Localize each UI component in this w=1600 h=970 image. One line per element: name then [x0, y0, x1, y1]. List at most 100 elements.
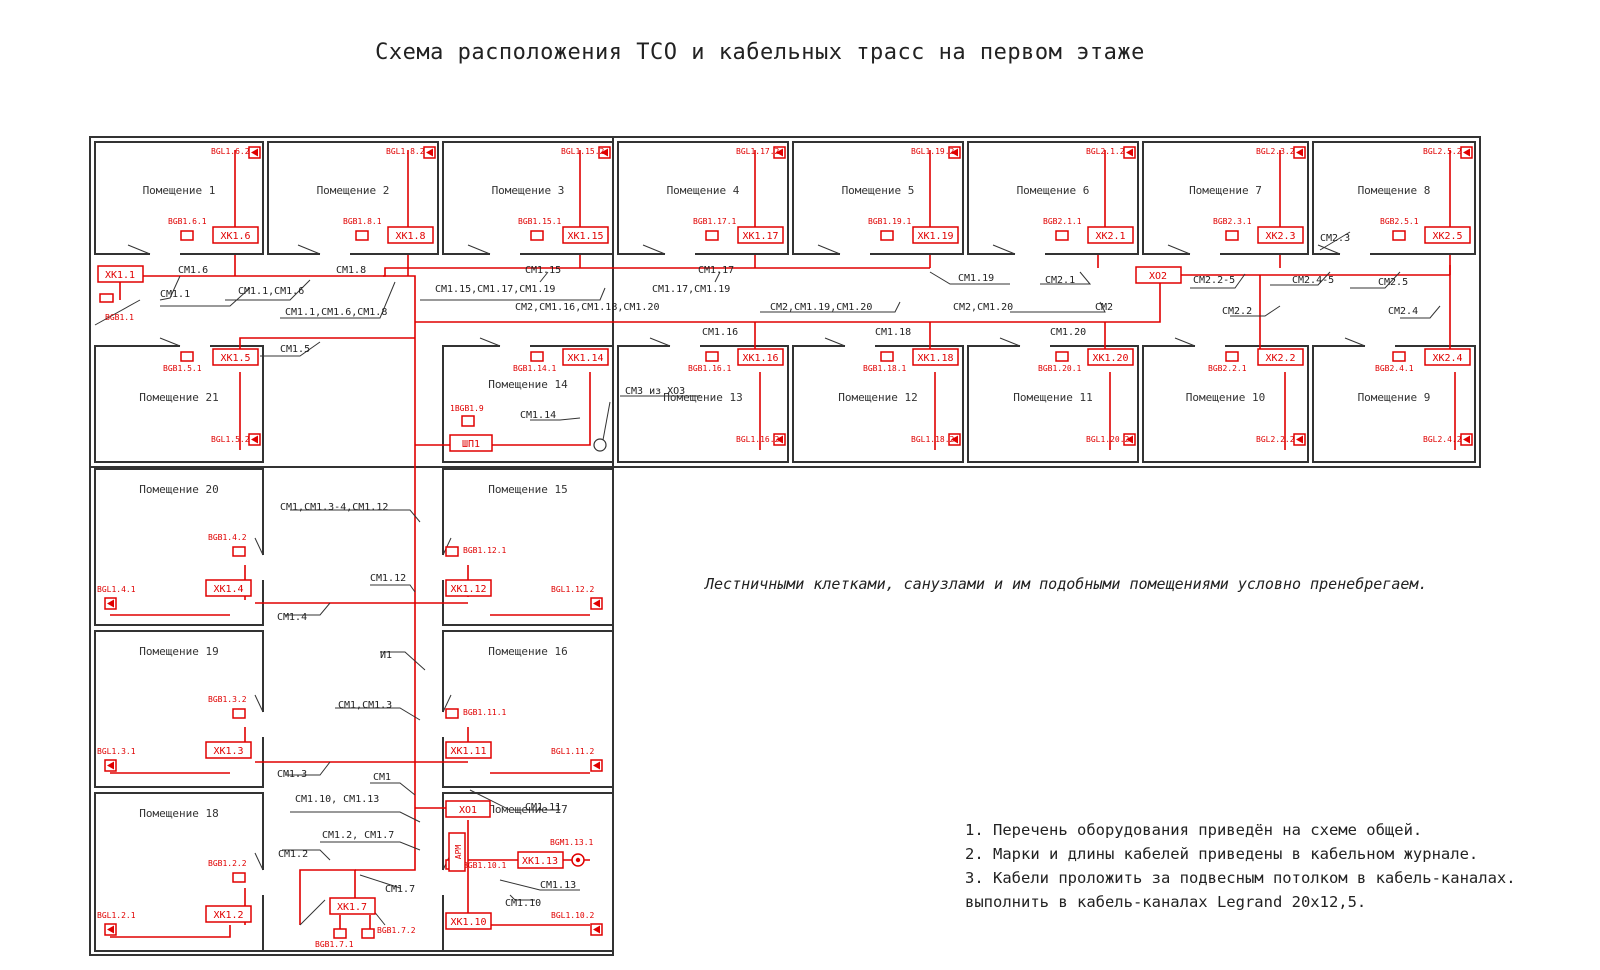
glass-break-triangle-icon: [776, 148, 783, 157]
motion-sensor[interactable]: [180, 351, 194, 362]
junction-box-label: XK2.5: [1432, 231, 1462, 242]
junction-box[interactable]: [445, 912, 492, 930]
cable-entry-xo3[interactable]: [593, 438, 607, 452]
cable-label: CM1.20: [1050, 327, 1086, 338]
glass-break-triangle-icon: [107, 761, 114, 770]
room-name: Помещение 8: [1358, 184, 1431, 197]
motion-sensor[interactable]: [232, 546, 246, 557]
motion-sensor[interactable]: [880, 230, 894, 241]
junction-box[interactable]: [737, 348, 784, 366]
junction-box[interactable]: [1257, 348, 1304, 366]
motion-sensor[interactable]: [355, 230, 369, 241]
walls: [89, 136, 1481, 956]
junction-box[interactable]: [912, 226, 959, 244]
room-name: Помещение 9: [1358, 391, 1431, 404]
junction-box[interactable]: [205, 905, 252, 923]
motion-sensor[interactable]: [1055, 351, 1069, 362]
room-name: Помещение 6: [1017, 184, 1090, 197]
motion-sensor[interactable]: [530, 351, 544, 362]
cable-label: CM2.2: [1222, 306, 1252, 317]
motion-sensor[interactable]: [1055, 230, 1069, 241]
junction-box-label: XK1.6: [220, 231, 250, 242]
junction-box[interactable]: [912, 348, 959, 366]
junction-box[interactable]: [737, 226, 784, 244]
motion-sensor[interactable]: [232, 708, 246, 719]
motion-sensor[interactable]: [705, 351, 719, 362]
glass-break-sensor-label: BGL1.8.2: [386, 147, 425, 156]
junction-box[interactable]: [212, 226, 259, 244]
cable-label: CM1.2, CM1.7: [322, 830, 394, 841]
route-room17: [467, 820, 590, 926]
junction-box[interactable]: [1424, 226, 1471, 244]
cable-label: CM2.2-5: [1193, 275, 1235, 286]
glass-break-sensor-label: BGL1.15.2: [561, 147, 605, 156]
junction-box[interactable]: [562, 348, 609, 366]
motion-sensor[interactable]: [530, 230, 544, 241]
wall-room-7: [1142, 141, 1309, 255]
junction-box-xk11-label: XK1.1: [105, 270, 135, 281]
motion-sensor[interactable]: [445, 708, 459, 719]
junction-box[interactable]: [1424, 348, 1471, 366]
motion-sensor[interactable]: [1392, 351, 1406, 362]
workstation-arm[interactable]: [448, 832, 466, 872]
junction-box[interactable]: [205, 579, 252, 597]
sensor-bgb11[interactable]: [99, 293, 114, 303]
motion-sensor[interactable]: [1225, 351, 1239, 362]
glass-break-sensor-label: BGL1.5.2: [211, 435, 250, 444]
junction-box-xk17[interactable]: [329, 897, 376, 915]
glass-break-triangle-icon: [593, 925, 600, 934]
motion-sensor[interactable]: [445, 546, 459, 557]
sensor-1bgb19[interactable]: [461, 415, 475, 427]
glass-break-sensor-label: BGL1.20.2: [1086, 435, 1130, 444]
motion-sensor[interactable]: [880, 351, 894, 362]
junction-box-label: XK2.2: [1265, 353, 1295, 364]
junction-box-label: XK1.14: [567, 353, 603, 364]
cable-label: CM2: [1095, 302, 1113, 313]
motion-sensor-label: BGB1.2.2: [208, 859, 247, 868]
junction-box-label: XK1.10: [450, 917, 486, 928]
cable-label: CM2,CM1.19,CM1.20: [770, 302, 872, 313]
alarm-button-bgm-label: BGM1.13.1: [550, 838, 594, 847]
junction-box-label: XK2.3: [1265, 231, 1295, 242]
motion-sensor-label: BGB2.2.1: [1208, 364, 1247, 373]
motion-sensor[interactable]: [180, 230, 194, 241]
junction-box-xk113[interactable]: [517, 851, 564, 869]
junction-box[interactable]: [1257, 226, 1304, 244]
cable-labels: CM1.6 CM1.1 CM1.1,CM1.6 CM1.8 CM1.1,CM1.…: [160, 233, 1418, 909]
motion-sensor[interactable]: [705, 230, 719, 241]
glass-break-triangle-icon: [107, 599, 114, 608]
room-name: Помещение 7: [1189, 184, 1262, 197]
room-name: Помещение 18: [139, 807, 218, 820]
misc-devices: XK1.1 BGB1.1 XO2 ШП1 1BGB1.9 CM3 из XO3 …: [94, 265, 1182, 949]
junction-box-label: XK2.4: [1432, 353, 1462, 364]
panel-shp1[interactable]: [449, 434, 493, 452]
cable-label: CM1,CM1.3: [338, 700, 392, 711]
motion-sensor[interactable]: [1225, 230, 1239, 241]
glass-break-triangle-icon: [1126, 148, 1133, 157]
sensor-bgb171-label: BGB1.7.1: [315, 940, 354, 949]
junction-box[interactable]: [562, 226, 609, 244]
motion-sensor[interactable]: [232, 872, 246, 883]
junction-box-xo2[interactable]: [1135, 266, 1182, 284]
cable-label: CM1.2: [278, 849, 308, 860]
cable-label: CM1.12: [370, 573, 406, 584]
junction-box[interactable]: [445, 579, 492, 597]
junction-box-xk11[interactable]: [97, 265, 144, 283]
junction-box-xo1[interactable]: [445, 800, 491, 818]
glass-break-sensor-label: BGL2.4.2: [1423, 435, 1462, 444]
junction-box[interactable]: [445, 741, 492, 759]
junction-box[interactable]: [1087, 348, 1134, 366]
junction-box[interactable]: [212, 348, 259, 366]
junction-box[interactable]: [387, 226, 434, 244]
motion-sensor-label: BGB1.6.1: [168, 217, 207, 226]
sensor-bgb171[interactable]: [333, 928, 347, 939]
workstation-arm-label: APM: [454, 845, 463, 860]
junction-box[interactable]: [205, 741, 252, 759]
sensor-bgb172[interactable]: [361, 928, 375, 939]
glass-break-sensor-label: BGL1.3.1: [97, 747, 136, 756]
junction-box[interactable]: [1087, 226, 1134, 244]
glass-break-sensor-label: BGL1.2.1: [97, 911, 136, 920]
motion-sensor[interactable]: [1392, 230, 1406, 241]
cable-label: CM1.17: [698, 265, 734, 276]
door-leaves: [127, 244, 1366, 871]
